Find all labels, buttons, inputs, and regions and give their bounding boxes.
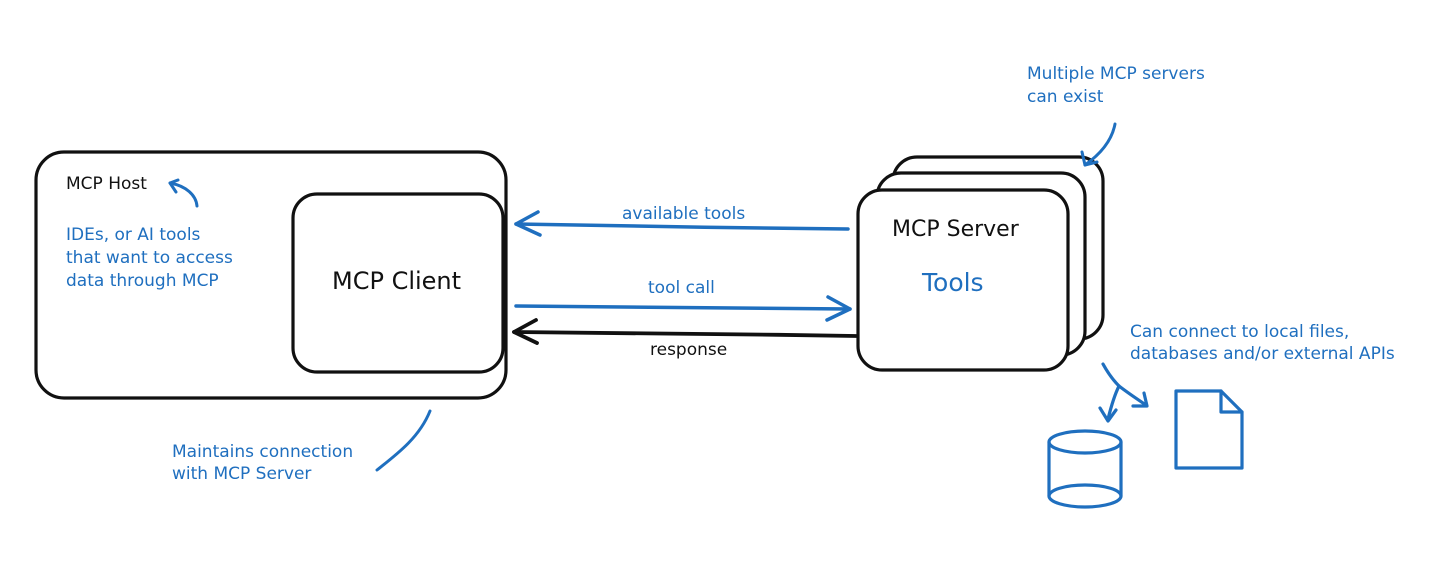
host-note-arrow <box>168 178 199 208</box>
client-note-line-2: with MCP Server <box>172 464 312 484</box>
servers-note-line-2: can exist <box>1027 87 1104 107</box>
tool-call-label: tool call <box>648 278 715 298</box>
available-tools-label: available tools <box>622 204 746 224</box>
host-note-line-2: that want to access <box>66 248 233 268</box>
resources-note-line-1: Can connect to local files, <box>1130 322 1350 342</box>
host-note-line-3: data through MCP <box>66 271 219 291</box>
tool-call-arrow <box>514 295 852 322</box>
mcp-client-box <box>291 192 505 374</box>
response-label: response <box>650 340 728 360</box>
client-note-line-1: Maintains connection <box>172 442 354 462</box>
response-arrow <box>512 318 858 345</box>
mcp-server-box <box>856 188 1070 372</box>
mcp-host-label: MCP Host <box>66 174 147 194</box>
database-icon <box>1047 429 1123 509</box>
resources-split-arrows <box>1098 362 1149 423</box>
file-icon <box>1174 389 1244 470</box>
available-tools-arrow <box>514 210 850 237</box>
servers-note-line-1: Multiple MCP servers <box>1027 64 1205 84</box>
host-note-line-1: IDEs, or AI tools <box>66 225 201 245</box>
resources-note-line-2: databases and/or external APIs <box>1130 344 1395 364</box>
mcp-server-label: MCP Server <box>892 217 1019 242</box>
tools-label: Tools <box>922 268 984 297</box>
mcp-client-label: MCP Client <box>332 267 462 295</box>
servers-note-arrow <box>1080 122 1117 167</box>
client-note-pointer <box>375 409 432 472</box>
